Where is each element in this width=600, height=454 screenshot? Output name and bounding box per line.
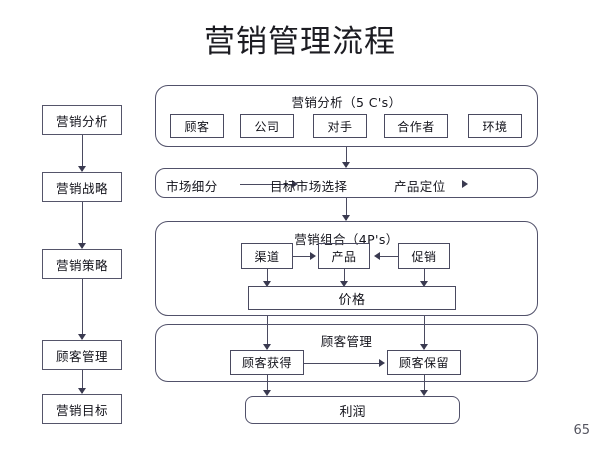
stage-connector-3 [82, 279, 83, 339]
stage-box-marketing-analysis[interactable]: 营销分析 [42, 105, 122, 135]
stage-arrow-1 [78, 166, 86, 172]
mix-item-price[interactable]: 价格 [248, 286, 456, 310]
panel-title-analysis: 营销分析（5 C's） [291, 95, 402, 110]
mix-arrow-product-price [340, 281, 348, 287]
analysis-item-collaborator[interactable]: 合作者 [384, 114, 448, 138]
stage-box-marketing-goal[interactable]: 营销目标 [42, 394, 122, 424]
mix-arrow-place-product [310, 252, 316, 260]
page-number: 65 [573, 423, 590, 438]
panel-marketing-analysis: 营销分析（5 C's） [155, 85, 538, 147]
stage-label: 顾客管理 [55, 348, 108, 364]
panel-connector-acquire-profit [267, 375, 268, 394]
analysis-item-context[interactable]: 环境 [468, 114, 522, 138]
stage-connector-2 [82, 202, 83, 248]
stage-label: 营销策略 [55, 257, 108, 273]
strategy-arrow-2 [462, 180, 468, 188]
stage-arrow-2 [78, 243, 86, 249]
customer-connector-acquire-retain [304, 363, 381, 364]
panel-marketing-strategy [155, 168, 538, 198]
analysis-item-customer[interactable]: 顾客 [170, 114, 224, 138]
item-label: 顾客 [184, 119, 210, 134]
stage-box-customer-management[interactable]: 顾客管理 [42, 340, 122, 370]
mix-connector-place-product [293, 256, 312, 257]
stage-box-marketing-tactics[interactable]: 营销策略 [42, 249, 122, 279]
profit-label: 利润 [339, 404, 366, 420]
panel-arrow-retain-profit [420, 390, 428, 396]
strategy-arrow-1 [292, 180, 298, 188]
panel-arrow-analysis-strategy [342, 162, 350, 168]
mix-connector-promotion-price [424, 269, 425, 285]
strategy-item-targeting[interactable]: 目标市场选择 [270, 179, 348, 194]
page-title: 营销管理流程 [204, 24, 396, 60]
customer-item-acquisition[interactable]: 顾客获得 [230, 350, 304, 375]
panel-connector-mix-acquire [267, 316, 268, 349]
panel-arrow-strategy-mix [342, 215, 350, 221]
stage-arrow-3 [78, 334, 86, 340]
mix-connector-promotion-product [378, 256, 398, 257]
item-label: 顾客保留 [398, 356, 449, 370]
item-label: 产品 [331, 249, 357, 264]
stage-connector-1 [82, 135, 83, 171]
panel-customer-management: 顾客管理 [155, 324, 538, 382]
analysis-item-competitor[interactable]: 对手 [313, 114, 367, 138]
mix-item-promotion[interactable]: 促销 [398, 243, 450, 269]
item-label: 促销 [411, 249, 437, 264]
item-label: 渠道 [254, 249, 280, 264]
stage-arrow-4 [78, 388, 86, 394]
mix-item-product[interactable]: 产品 [318, 243, 370, 269]
item-label: 顾客获得 [241, 356, 292, 370]
stage-connector-4 [82, 370, 83, 393]
analysis-item-company[interactable]: 公司 [240, 114, 294, 138]
panel-connector-strategy-mix [346, 198, 347, 220]
item-label: 价格 [338, 292, 366, 308]
panel-arrow-acquire-profit [263, 390, 271, 396]
customer-item-retention[interactable]: 顾客保留 [387, 350, 461, 375]
mix-arrow-promotion-product [374, 252, 380, 260]
item-label: 对手 [327, 119, 353, 134]
panel-arrow-mix-acquire [263, 344, 271, 350]
customer-arrow-acquire-retain [379, 359, 385, 367]
stage-label: 营销分析 [55, 113, 108, 129]
stage-label: 营销战略 [55, 180, 108, 196]
strategy-item-positioning[interactable]: 产品定位 [394, 179, 446, 194]
panel-title-customer: 顾客管理 [320, 334, 373, 349]
mix-item-place[interactable]: 渠道 [241, 243, 293, 269]
mix-connector-product-price [344, 269, 345, 285]
mix-arrow-place-price [263, 281, 271, 287]
item-label: 合作者 [397, 119, 435, 134]
stage-box-marketing-strategy[interactable]: 营销战略 [42, 172, 122, 202]
panel-arrow-mix-retain [420, 344, 428, 350]
panel-connector-analysis-strategy [346, 147, 347, 167]
item-label: 环境 [482, 119, 508, 134]
strategy-connector-1 [240, 184, 295, 185]
panel-profit[interactable]: 利润 [245, 396, 460, 424]
item-label: 公司 [254, 119, 280, 134]
mix-connector-place-price [267, 269, 268, 285]
mix-arrow-promotion-price [420, 281, 428, 287]
panel-connector-mix-retain [424, 316, 425, 349]
stage-label: 营销目标 [55, 402, 108, 418]
strategy-item-segmentation[interactable]: 市场细分 [166, 179, 218, 194]
panel-connector-retain-profit [424, 375, 425, 394]
